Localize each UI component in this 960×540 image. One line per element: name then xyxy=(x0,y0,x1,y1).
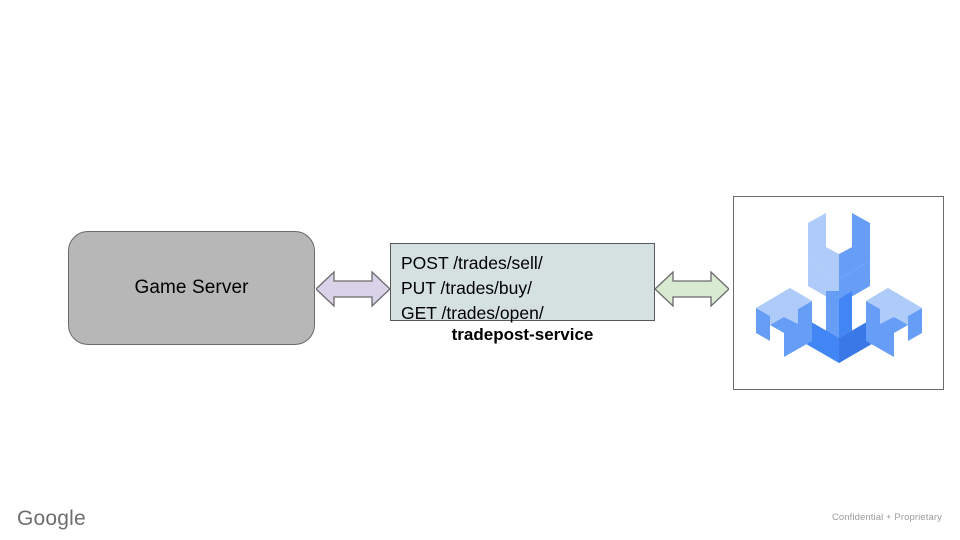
node-tool-logo-frame[interactable] xyxy=(733,196,944,390)
endpoint-line-post: POST /trades/sell/ xyxy=(401,253,543,273)
node-game-server[interactable]: Game Server xyxy=(68,231,315,345)
connector-game-server-to-tradepost[interactable] xyxy=(316,269,390,309)
endpoint-line-get: GET /trades/open/ xyxy=(401,303,544,324)
connector-tradepost-to-tool-logo[interactable] xyxy=(655,269,729,309)
google-wordmark: Google xyxy=(17,507,86,530)
three-pronged-wrench-logo-icon xyxy=(755,213,922,363)
confidentiality-notice: Confidential + Proprietary xyxy=(831,512,942,523)
double-arrow-icon xyxy=(655,270,729,308)
endpoint-line-put: PUT /trades/buy/ xyxy=(401,278,532,299)
double-arrow-icon xyxy=(316,270,390,308)
node-game-server-label: Game Server xyxy=(134,276,249,298)
node-tradepost-service-caption: tradepost-service xyxy=(451,325,594,344)
node-tradepost-service[interactable]: POST /trades/sell/ PUT /trades/buy/ GET … xyxy=(390,243,655,323)
